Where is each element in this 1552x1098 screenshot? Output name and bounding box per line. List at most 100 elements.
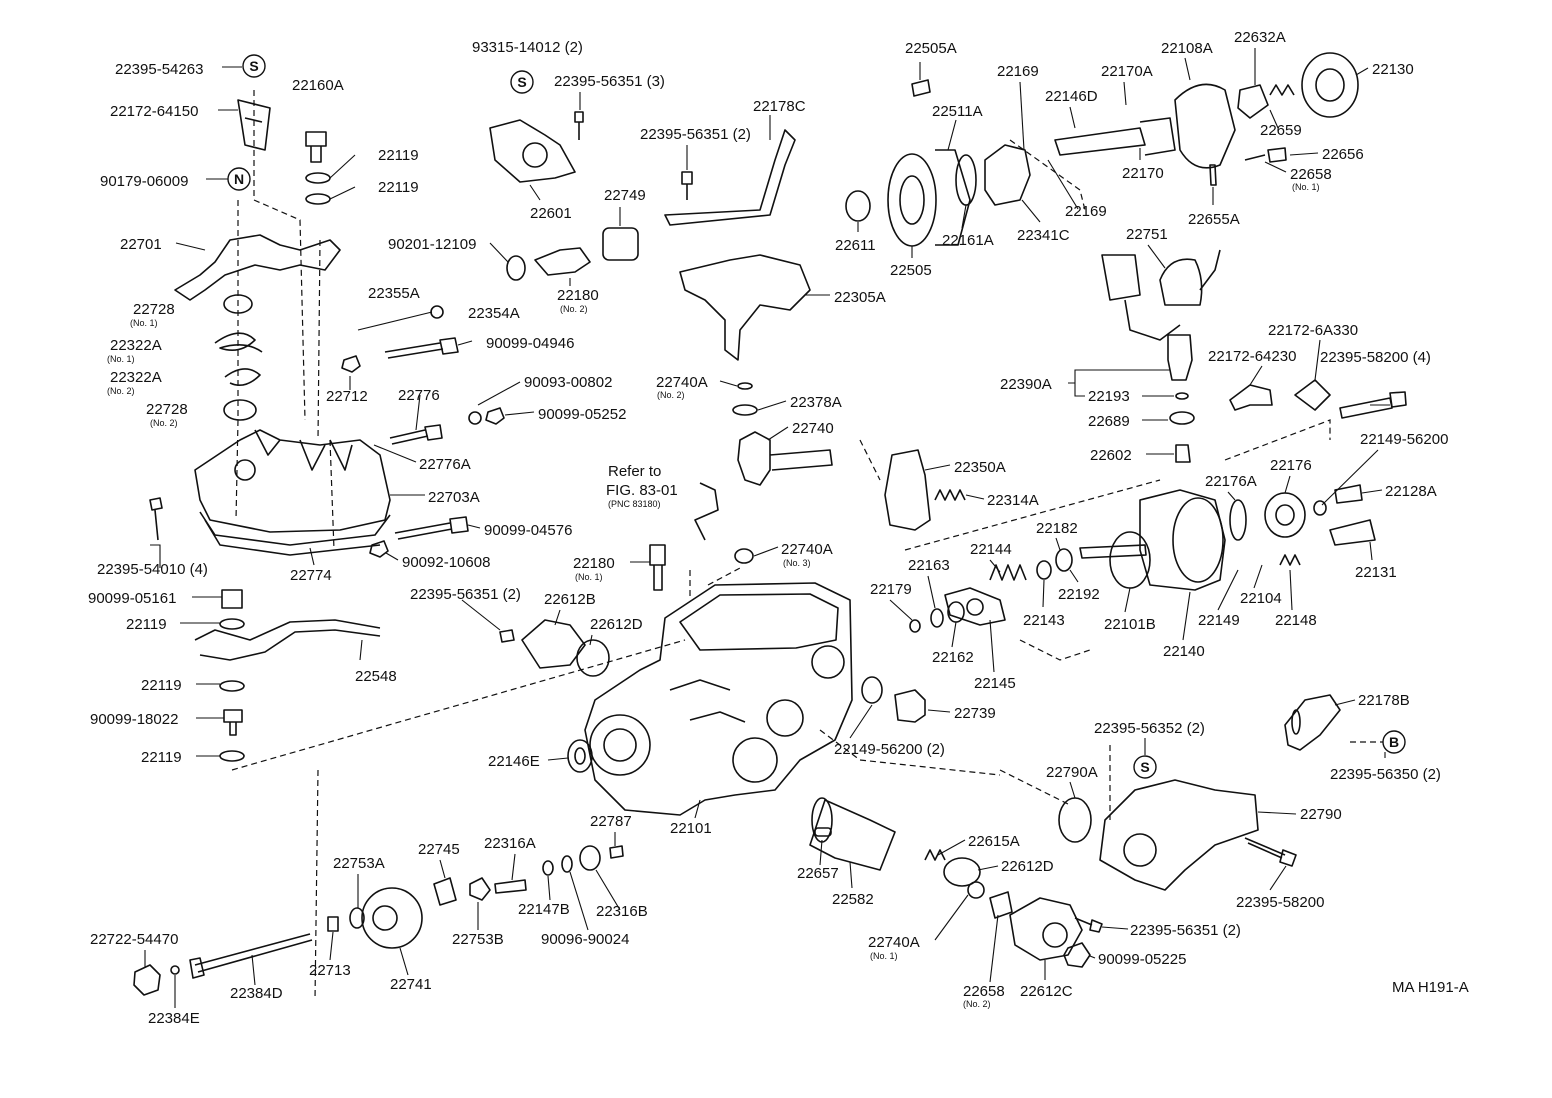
part-label: 22776 — [398, 387, 440, 404]
part-label: 22790 — [1300, 806, 1342, 823]
screw-part — [384, 337, 459, 359]
gasket-part — [1109, 531, 1151, 589]
part-label: 22101B — [1104, 616, 1156, 633]
nut-part — [485, 407, 505, 425]
part-label: 22193 — [1088, 388, 1130, 405]
part-label: 22776A — [419, 456, 471, 473]
lever-bar-part — [664, 129, 796, 226]
reference-line-3: (PNC 83180) — [608, 499, 661, 509]
part-label: 90099-05252 — [538, 406, 626, 423]
washer-part — [219, 618, 245, 630]
spring-part — [989, 564, 1027, 581]
o-ring-part — [930, 608, 944, 628]
part-label: 22316B — [596, 903, 648, 920]
part-label: 22740 — [792, 420, 834, 437]
gasket-part — [943, 857, 981, 887]
spring-part — [924, 849, 946, 861]
lever-assembly-part — [679, 254, 811, 361]
nut-part — [133, 964, 161, 996]
bolt-part — [911, 79, 931, 97]
plate-hole — [966, 598, 984, 616]
feed-pump-housing-part — [1174, 83, 1236, 169]
washer-part — [909, 619, 921, 633]
part-drawings — [133, 52, 1407, 996]
part-note: (No. 2) — [963, 999, 991, 1009]
symbol-s-2: S — [510, 70, 534, 94]
part-label: 22172-64150 — [110, 103, 198, 120]
part-label: 22612B — [544, 591, 596, 608]
cover-part — [1009, 897, 1083, 961]
o-ring-part — [1058, 797, 1092, 843]
valve-part — [1264, 492, 1306, 538]
part-label: 22712 — [326, 388, 368, 405]
part-label: 22753B — [452, 931, 504, 948]
part-label: 22350A — [954, 459, 1006, 476]
o-ring-part — [737, 382, 753, 390]
seal-part — [574, 747, 586, 765]
part-label: 22395-54263 — [115, 61, 203, 78]
part-label: 22145 — [974, 675, 1016, 692]
bracket-part — [1229, 384, 1273, 411]
part-label: 22162 — [932, 649, 974, 666]
figure-reference: Refer to FIG. 83-01 (PNC 83180) — [606, 463, 678, 509]
gasket-part — [576, 639, 610, 677]
washer-part — [305, 172, 331, 184]
plug-part — [989, 891, 1013, 919]
part-label: 22180 — [557, 287, 599, 304]
part-label: 22745 — [418, 841, 460, 858]
part-label: 22128A — [1385, 483, 1437, 500]
slot-part — [1291, 709, 1301, 735]
part-label: 22146D — [1045, 88, 1098, 105]
spring-part — [934, 489, 966, 501]
screw-part — [609, 845, 624, 859]
screw-part — [149, 497, 163, 541]
rotor-part — [1237, 84, 1269, 119]
part-label: 22739 — [954, 705, 996, 722]
screw-part — [389, 424, 443, 445]
part-label: 22140 — [1163, 643, 1205, 660]
symbol-n: N — [227, 167, 251, 191]
drawing-code: MA H191-A — [1392, 979, 1469, 996]
drive-shaft-part — [1054, 117, 1176, 156]
part-label: 22395-56351 (3) — [554, 73, 665, 90]
sensor-part — [649, 544, 666, 591]
part-label: 22176 — [1270, 457, 1312, 474]
part-label: 22180 — [573, 555, 615, 572]
part-label: 22749 — [604, 187, 646, 204]
screw-part — [394, 516, 469, 540]
pin-part — [494, 879, 527, 894]
cover-hole — [1042, 922, 1068, 948]
pin-part — [814, 827, 832, 837]
part-label: 22395-56351 (2) — [640, 126, 751, 143]
connector-part — [1101, 254, 1141, 301]
part-note: (No. 2) — [560, 304, 588, 314]
part-label: 22395-56350 (2) — [1330, 766, 1441, 783]
o-ring-part — [734, 548, 754, 564]
bolt-part — [1339, 391, 1407, 419]
seal-part — [567, 739, 593, 773]
part-label: 22582 — [832, 891, 874, 908]
leader-lines — [144, 48, 1390, 1008]
bracket-part — [1284, 694, 1341, 751]
part-label: 22753A — [333, 855, 385, 872]
part-label: 22658 — [963, 983, 1005, 1000]
part-label: 22612C — [1020, 983, 1073, 1000]
timer-piston-part — [1123, 833, 1157, 867]
part-label: 90099-18022 — [90, 711, 178, 728]
part-label: 22169 — [1065, 203, 1107, 220]
o-ring-part — [506, 255, 526, 281]
fitting-part — [1329, 519, 1376, 546]
part-label: 22787 — [590, 813, 632, 830]
o-ring-part — [1229, 499, 1247, 541]
part-label: 22511A — [932, 103, 983, 120]
bushing-part — [845, 190, 871, 222]
bushing-part — [579, 845, 601, 871]
spring-part — [224, 368, 261, 386]
part-label: 22172-64230 — [1208, 348, 1296, 365]
part-label: 22655A — [1188, 211, 1240, 228]
part-note: (No. 1) — [575, 572, 603, 582]
part-label: 22172-6A330 — [1268, 322, 1358, 339]
sleeve-part — [602, 227, 639, 261]
part-label: 22390A — [1000, 376, 1052, 393]
o-ring-part — [1169, 411, 1195, 425]
